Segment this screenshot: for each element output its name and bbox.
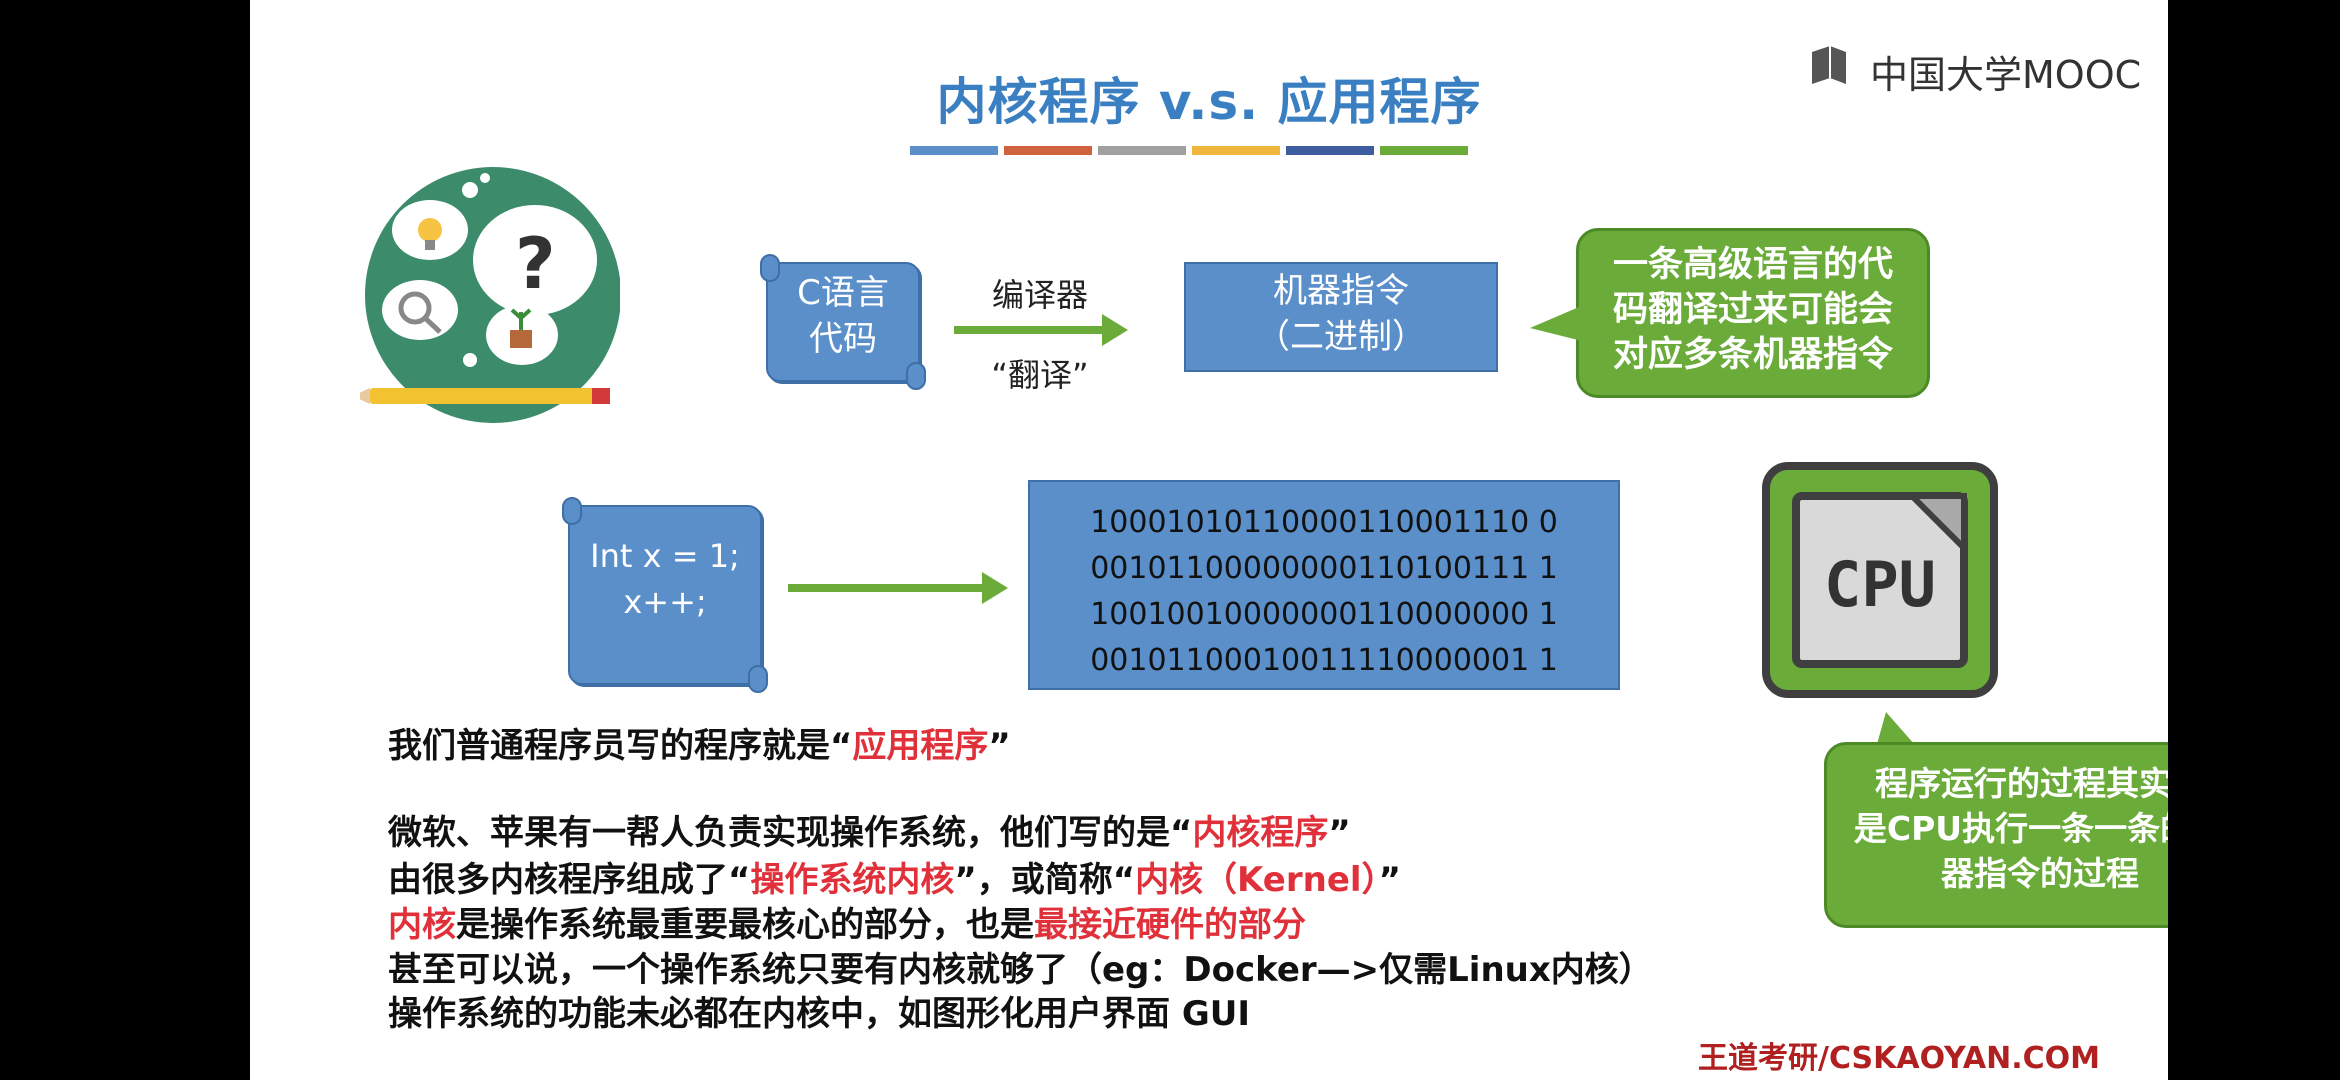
cpu-callout-line3: 器指令的过程 (1941, 854, 2139, 893)
body-text: ” (1328, 813, 1351, 853)
binary-line: 00101100000000110100111 1 (1090, 551, 1558, 586)
body-line-6: 操作系统的功能未必都在内核中，如图形化用户界面 GUI (388, 994, 1251, 1034)
binary-instructions-box: 10001010110000110001110 0 00101100000000… (1028, 480, 1620, 690)
code-line1: Int x = 1; (590, 537, 740, 575)
thinking-illustration-icon: ? (360, 167, 620, 423)
compile-callout-line2: 码翻译过来可能会 (1612, 290, 1893, 330)
cpu-callout: 程序运行的过程其实就 是CPU执行一条一条的机 器指令的过程 (1824, 742, 2168, 928)
cpu-label: CPU (1824, 548, 1936, 621)
c-source-label-line1: C语言 (797, 273, 889, 313)
color-bar (910, 146, 998, 155)
machine-instruction-line1: 机器指令 (1273, 271, 1409, 311)
machine-instruction-line2: （二进制） (1256, 317, 1426, 357)
compile-callout: 一条高级语言的代 码翻译过来可能会 对应多条机器指令 (1576, 228, 1930, 398)
color-bar (1286, 146, 1374, 155)
execute-arrow-line (788, 584, 984, 592)
compile-callout-pointer-icon (1530, 304, 1586, 342)
mooc-logo-icon (1812, 46, 1846, 84)
highlight-application-program: 应用程序 (852, 726, 989, 766)
body-text: 是操作系统最重要最核心的部分，也是 (456, 905, 1034, 945)
body-text: 微软、苹果有一帮人负责实现操作系统，他们写的是“ (388, 813, 1193, 853)
compile-callout-line1: 一条高级语言的代 (1612, 245, 1893, 285)
highlight-kernel: 内核 (388, 905, 456, 945)
highlight-kernel-program: 内核程序 (1192, 813, 1329, 853)
compiler-label: 编译器 (991, 276, 1088, 314)
machine-instruction-box: 机器指令 （二进制） (1184, 262, 1498, 372)
mooc-logo-text: 中国大学MOOC (1870, 53, 2142, 97)
highlight-os-kernel: 操作系统内核 (750, 860, 955, 900)
slide-title: 内核程序 v.s. 应用程序 (936, 73, 1482, 131)
body-text: ” (988, 726, 1011, 766)
color-bar (1380, 146, 1468, 155)
body-line-1: 我们普通程序员写的程序就是“应用程序” (388, 718, 1011, 767)
svg-text:?: ? (515, 223, 556, 305)
body-line-2: 微软、苹果有一帮人负责实现操作系统，他们写的是“内核程序” (388, 805, 1351, 854)
slide: 内核程序 v.s. 应用程序 中国大学MOOC ? C语言 代码 编译器 (250, 0, 2168, 1080)
translate-label: “翻译” (991, 356, 1089, 394)
compile-arrow-line (954, 326, 1104, 334)
highlight-closest-to-hardware: 最接近硬件的部分 (1034, 905, 1306, 945)
body-text: ”，或简称“ (954, 860, 1136, 900)
body-text: 我们普通程序员写的程序就是“ (388, 726, 853, 766)
c-source-scroll: C语言 代码 (760, 254, 926, 390)
compile-callout-line3: 对应多条机器指令 (1612, 335, 1893, 375)
c-source-label-line2: 代码 (809, 319, 877, 359)
body-text: 由很多内核程序组成了“ (388, 860, 751, 900)
color-bar (1098, 146, 1186, 155)
cpu-callout-line1: 程序运行的过程其实就 (1875, 764, 2168, 803)
binary-line: 10001010110000110001110 0 (1090, 505, 1558, 540)
body-line-4: 内核是操作系统最重要最核心的部分，也是最接近硬件的部分 (388, 897, 1306, 946)
binary-line: 00101100010011110000001 1 (1090, 643, 1558, 678)
compile-arrow-head-icon (1102, 314, 1128, 346)
footer-brand: 王道考研/CSKAOYAN.COM (1698, 1041, 2100, 1076)
color-bar (1004, 146, 1092, 155)
execute-arrow-head-icon (982, 572, 1008, 604)
binary-line: 10010010000000110000000 1 (1090, 597, 1558, 632)
cpu-chip-icon: CPU (1762, 462, 1998, 698)
body-line-3: 由很多内核程序组成了“操作系统内核”，或简称“内核（Kernel）” (388, 852, 1401, 901)
body-text: ” (1378, 860, 1401, 900)
code-scroll: Int x = 1; x++; (562, 497, 768, 693)
highlight-kernel: 内核（Kernel） (1135, 860, 1379, 900)
body-line-5: 甚至可以说，一个操作系统只要有内核就够了（eg：Docker—>仅需Linux内… (388, 950, 1653, 990)
color-bar (1192, 146, 1280, 155)
code-line2: x++; (623, 583, 707, 621)
cpu-callout-line2: 是CPU执行一条一条的机 (1853, 809, 2168, 848)
